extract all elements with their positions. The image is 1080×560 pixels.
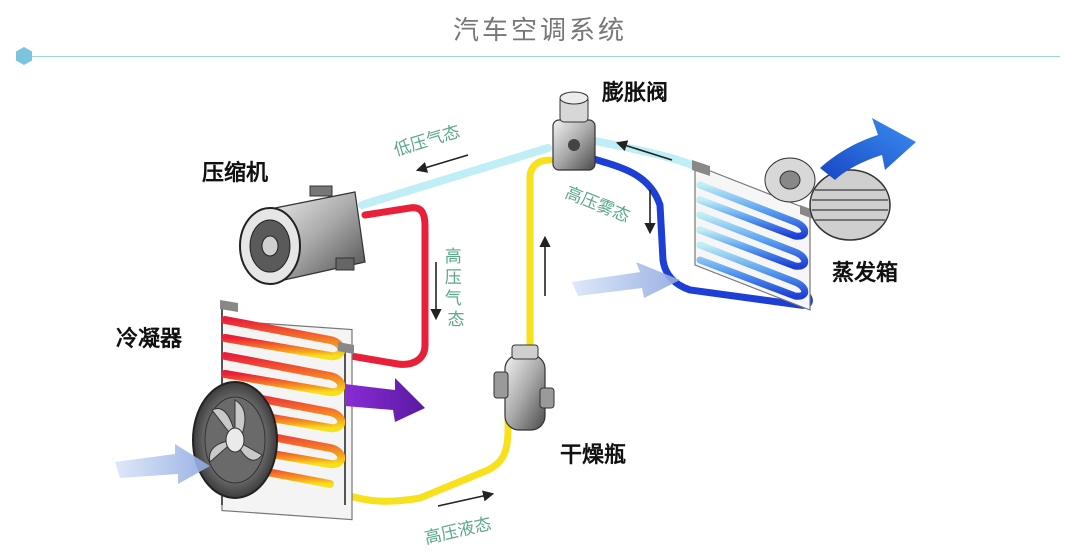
flow-arrow-evap-return: [615, 140, 673, 161]
evaporator: [692, 160, 816, 311]
condenser-label: 冷凝器: [116, 326, 183, 352]
high-pressure-liquid-label: 高压液态: [423, 514, 494, 549]
evaporator-outlet-pipe: [586, 136, 709, 176]
condenser: [220, 300, 354, 521]
exhaust-air-arrow: [345, 378, 425, 422]
evaporator-label: 蒸发箱: [832, 260, 898, 286]
compressor-label: 压缩机: [202, 160, 268, 186]
high-pressure-gas-label: 高 压 气 态: [445, 247, 467, 330]
receiver-drier: [493, 344, 555, 431]
hexagon-icon: [16, 47, 32, 65]
liquid-pipe-1: [326, 416, 512, 505]
liquid-pipe-2: [526, 156, 554, 354]
intake-air-arrow-right: [572, 262, 680, 298]
expansion-valve: [552, 91, 596, 171]
diagram-title: 汽车空调系统: [452, 16, 627, 46]
header-divider: [30, 56, 1060, 57]
low-pressure-gas-label: 低压气态: [392, 122, 463, 161]
low-pressure-pipe: [358, 144, 552, 209]
expansion-valve-label: 膨胀阀: [601, 81, 668, 106]
flow-arrow-liquid-right: [437, 490, 495, 507]
intake-air-arrow-left: [115, 444, 210, 484]
evaporator-blower: [764, 157, 891, 241]
receiver-drier-label: 干燥瓶: [560, 443, 626, 468]
flow-arrow-low-gas: [415, 154, 469, 173]
condenser-fan: [192, 381, 278, 499]
cool-air-arrow: [820, 118, 916, 180]
hot-gas-pipe: [341, 204, 429, 368]
high-pressure-mist-label: 高压雾态: [562, 183, 633, 227]
compressor: [239, 185, 366, 285]
